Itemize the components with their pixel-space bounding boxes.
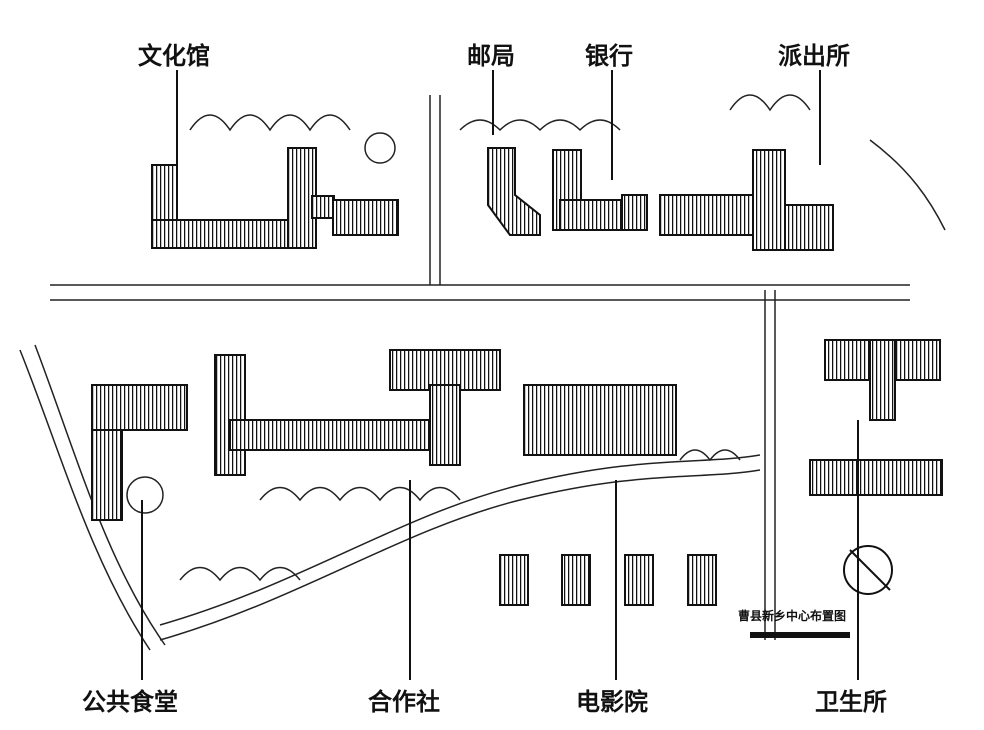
label-cultural-center: 文化馆 — [138, 42, 210, 70]
buildings — [91, 147, 943, 606]
label-cooperative: 合作社 — [368, 688, 440, 716]
label-bank: 银行 — [585, 42, 633, 70]
label-post-office: 邮局 — [467, 42, 515, 70]
map-title-block: 曹县新乡中心布置图 — [738, 608, 850, 638]
label-cinema: 电影院 — [576, 688, 648, 716]
label-clinic: 卫生所 — [815, 688, 887, 716]
leader-lines — [141, 70, 859, 680]
label-public-canteen: 公共食堂 — [82, 688, 178, 716]
label-police-station: 派出所 — [778, 42, 850, 70]
compass-icon — [843, 545, 893, 595]
map-title: 曹县新乡中心布置图 — [738, 608, 846, 623]
trees — [126, 94, 811, 582]
